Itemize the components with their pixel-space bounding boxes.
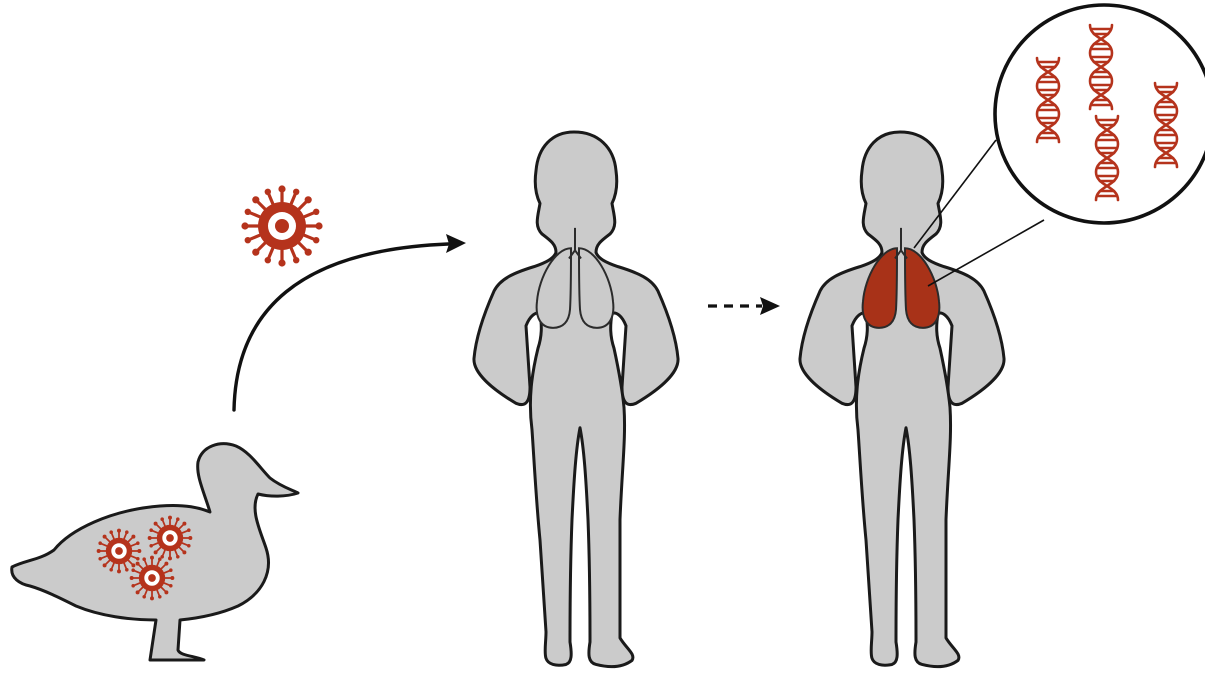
progression-arrow — [708, 297, 780, 315]
duck-host — [12, 444, 298, 660]
person-silhouette-icon — [800, 132, 1004, 667]
duck-virus-2 — [148, 516, 193, 561]
duck-virus-3 — [130, 556, 175, 601]
genome-zoom-callout — [914, 5, 1205, 286]
duck-virus-1 — [97, 529, 142, 574]
infected-person — [800, 132, 1004, 667]
person-silhouette-icon — [474, 132, 678, 667]
healthy-person — [474, 132, 678, 667]
transmitted-virus-icon — [241, 185, 322, 266]
